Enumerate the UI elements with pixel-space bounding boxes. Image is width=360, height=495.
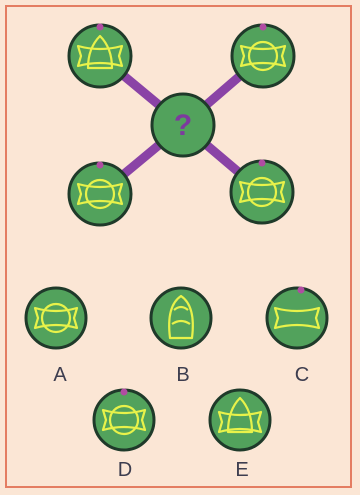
circle-in-band-icon [101, 404, 147, 436]
circle-in-band-icon [33, 302, 79, 334]
option-d[interactable] [92, 388, 156, 452]
marker-dot [297, 286, 305, 294]
marker-dot [120, 388, 128, 396]
bullet-in-band-icon [168, 294, 194, 340]
drop-in-band-icon [76, 34, 124, 70]
option-b[interactable] [149, 286, 213, 350]
option-c[interactable] [265, 286, 329, 350]
marker-dot [96, 23, 104, 31]
drop-in-band-icon [217, 396, 263, 434]
option-d-label[interactable]: D [117, 459, 133, 481]
cluster-top-left [67, 23, 133, 89]
question-mark: ? [174, 109, 192, 142]
cluster-bottom-right [229, 159, 295, 225]
marker-dot [258, 159, 266, 167]
option-a-label[interactable]: A [53, 364, 67, 386]
cluster-bottom-left [67, 161, 133, 227]
circle-in-band-icon [76, 178, 124, 210]
marker-dot [96, 161, 104, 169]
option-e[interactable] [208, 388, 272, 452]
circle-in-band-icon [239, 40, 287, 72]
option-a[interactable] [24, 286, 88, 350]
puzzle-frame [5, 5, 352, 488]
marker-dot [259, 23, 267, 31]
option-c-label[interactable]: C [294, 364, 310, 386]
option-e-label[interactable]: E [235, 459, 249, 481]
wave-band-icon [273, 306, 321, 330]
cluster-top-right [230, 23, 296, 89]
center-question-circle: ? [150, 92, 216, 158]
circle-in-band-icon [238, 176, 286, 208]
option-b-label[interactable]: B [176, 364, 190, 386]
